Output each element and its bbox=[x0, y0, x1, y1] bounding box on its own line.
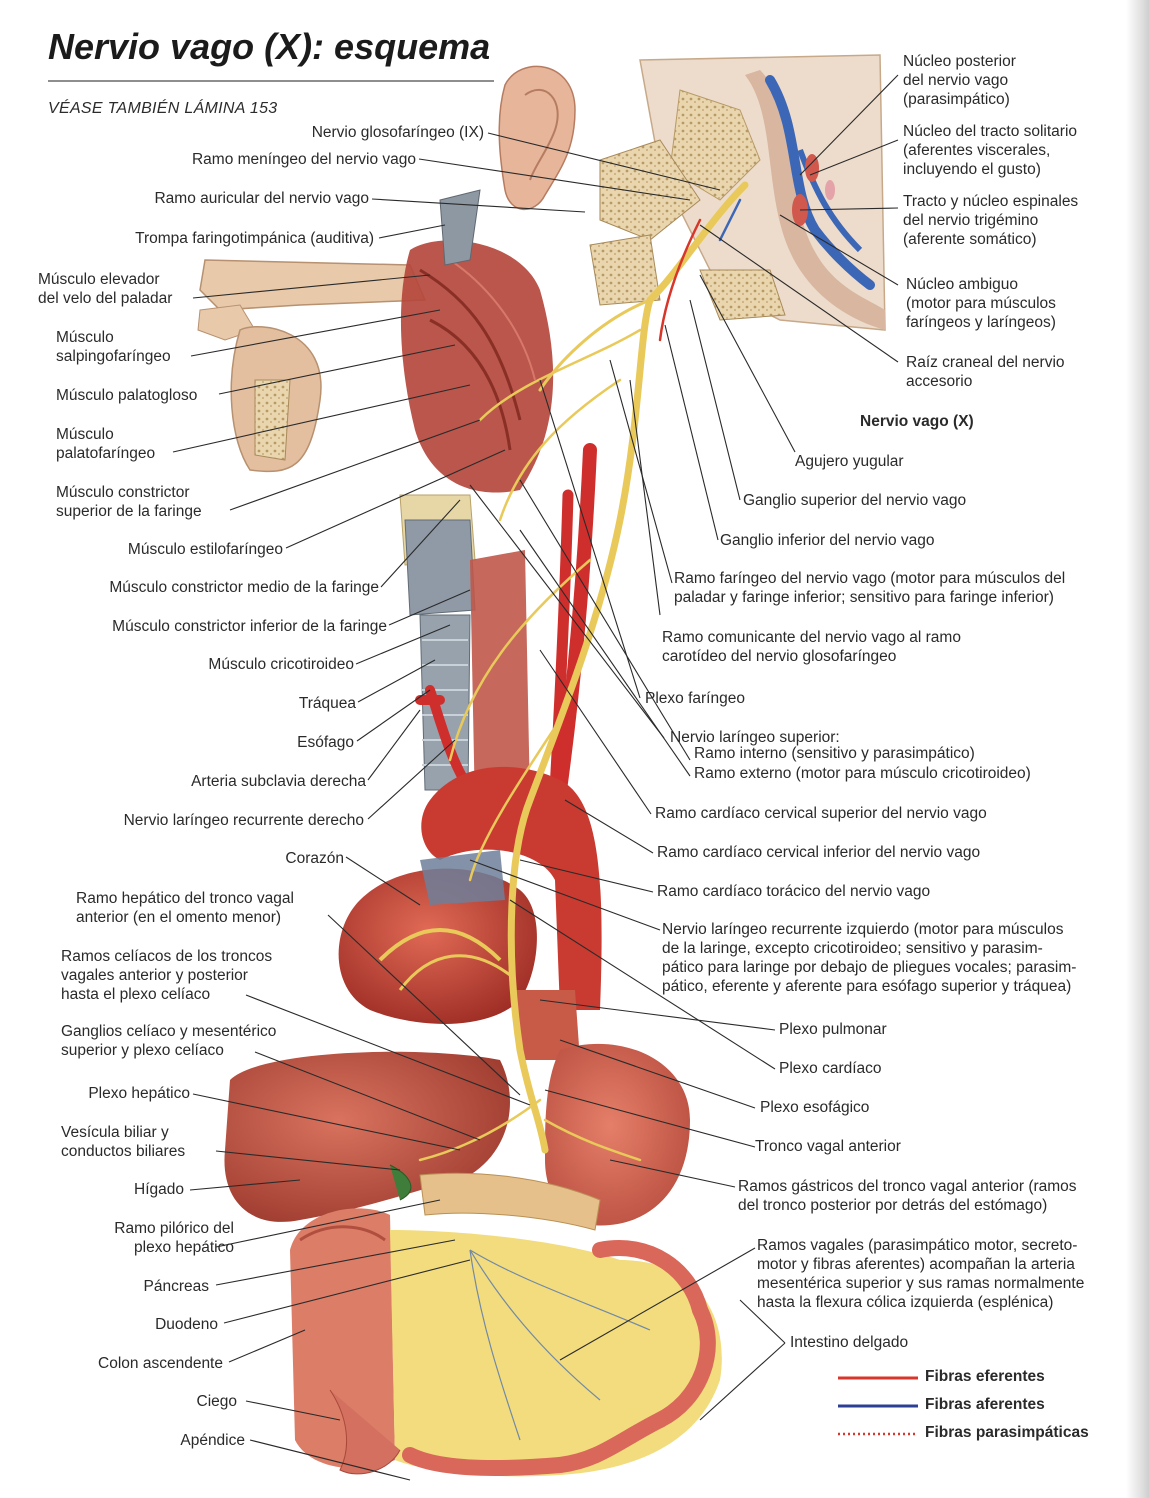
title-rule bbox=[48, 80, 494, 82]
label-trompa: Trompa faringotimpánica (auditiva) bbox=[135, 230, 374, 247]
intestines bbox=[290, 1208, 722, 1477]
label-ramos-vagales: Ramos vagales (parasimpático motor, secr… bbox=[757, 1237, 1085, 1311]
page-subtitle: VÉASE TAMBIÉN LÁMINA 153 bbox=[48, 100, 278, 117]
skull-base-bones bbox=[589, 139, 786, 321]
leader-lines-right bbox=[469, 74, 899, 1421]
label-laringeo-recurrente-izquierdo: Nervio laríngeo recurrente izquierdo (mo… bbox=[662, 921, 1077, 995]
label-ciego: Ciego bbox=[196, 1393, 238, 1410]
label-ramos-gastricos: Ramos gástricos del tronco vagal anterio… bbox=[738, 1178, 1077, 1214]
label-higado: Hígado bbox=[134, 1181, 184, 1198]
label-palatogloso: Músculo palatogloso bbox=[56, 387, 198, 404]
label-apendice: Apéndice bbox=[180, 1432, 245, 1449]
label-plexo-esofagico: Plexo esofágico bbox=[760, 1099, 870, 1116]
label-subclavia: Arteria subclavia derecha bbox=[191, 773, 366, 790]
vagus-nerve bbox=[418, 181, 749, 1162]
label-estilofaringeo: Músculo estilofaríngeo bbox=[127, 541, 283, 558]
label-nervio-vago: Nervio vago (X) bbox=[860, 413, 974, 430]
label-laringeo-superior: Nervio laríngeo superior: bbox=[670, 729, 840, 746]
pharyngeal-muscles bbox=[400, 189, 554, 493]
label-laringeo-recurrente-derecho: Nervio laríngeo recurrente derecho bbox=[123, 812, 364, 829]
label-ramo-faringeo: Ramo faríngeo del nervio vago (motor par… bbox=[674, 570, 1066, 606]
label-ganglio-inferior: Ganglio inferior del nervio vago bbox=[720, 532, 935, 549]
label-cardiaco-cervical-inferior: Ramo cardíaco cervical inferior del nerv… bbox=[657, 844, 981, 861]
label-ramo-meningeo: Ramo meníngeo del nervio vago bbox=[191, 151, 416, 168]
heart bbox=[338, 766, 602, 1024]
label-plexo-hepatico: Plexo hepático bbox=[88, 1085, 190, 1102]
label-intestino-delgado: Intestino delgado bbox=[790, 1334, 909, 1351]
page-edge-shadow bbox=[1126, 0, 1149, 1498]
label-duodeno: Duodeno bbox=[155, 1316, 218, 1333]
legend-label-aferentes: Fibras aferentes bbox=[925, 1396, 1045, 1413]
stomach bbox=[545, 1043, 690, 1226]
esophagus bbox=[515, 990, 580, 1060]
arteries bbox=[415, 443, 597, 797]
legend-label-parasimpaticas: Fibras parasimpáticas bbox=[925, 1424, 1089, 1441]
larynx-trachea bbox=[399, 494, 530, 810]
label-ganglio-superior: Ganglio superior del nervio vago bbox=[743, 492, 967, 509]
label-ramo-auricular: Ramo auricular del nervio vago bbox=[154, 190, 369, 207]
label-tracto-solitario: Núcleo del tracto solitario(aferentes vi… bbox=[903, 123, 1078, 178]
label-traquea: Tráquea bbox=[298, 695, 356, 712]
label-plexo-pulmonar: Plexo pulmonar bbox=[779, 1021, 887, 1038]
label-agujero-yugular: Agujero yugular bbox=[795, 453, 904, 470]
label-constrictor-inferior: Músculo constrictor inferior de la farin… bbox=[112, 618, 387, 635]
page-title: Nervio vago (X): esquema bbox=[48, 26, 491, 67]
brainstem-section bbox=[639, 54, 886, 331]
pancreas bbox=[419, 1172, 601, 1231]
label-constrictor-medio: Músculo constrictor medio de la faringe bbox=[109, 579, 379, 596]
label-cardiaco-cervical-superior: Ramo cardíaco cervical superior del nerv… bbox=[655, 805, 987, 822]
label-esofago: Esófago bbox=[297, 734, 354, 751]
legend-swatches bbox=[838, 1376, 918, 1436]
label-cardiaco-toracico: Ramo cardíaco torácico del nervio vago bbox=[657, 883, 931, 900]
label-corazon: Corazón bbox=[285, 850, 344, 867]
label-plexo-cardiaco: Plexo cardíaco bbox=[779, 1060, 882, 1077]
leader-lines-left bbox=[172, 132, 721, 1481]
label-cricotiroideo: Músculo cricotiroideo bbox=[208, 656, 354, 673]
label-glosofaringeo: Nervio glosofaríngeo (IX) bbox=[311, 124, 484, 141]
label-ramo-externo: Ramo externo (motor para músculo cricoti… bbox=[694, 765, 1031, 782]
label-tronco-vagal-anterior: Tronco vagal anterior bbox=[755, 1138, 901, 1155]
label-plexo-faringeo: Plexo faríngeo bbox=[645, 690, 745, 707]
label-ramo-comunicante: Ramo comunicante del nervio vago al ramo… bbox=[662, 629, 961, 665]
label-ramo-interno: Ramo interno (sensitivo y parasimpático) bbox=[694, 745, 975, 762]
legend-label-eferentes: Fibras eferentes bbox=[925, 1368, 1045, 1385]
ear bbox=[498, 65, 576, 211]
label-pancreas: Páncreas bbox=[143, 1278, 209, 1295]
label-colon-ascendente: Colon ascendente bbox=[98, 1355, 223, 1372]
palate-bones bbox=[197, 259, 427, 473]
